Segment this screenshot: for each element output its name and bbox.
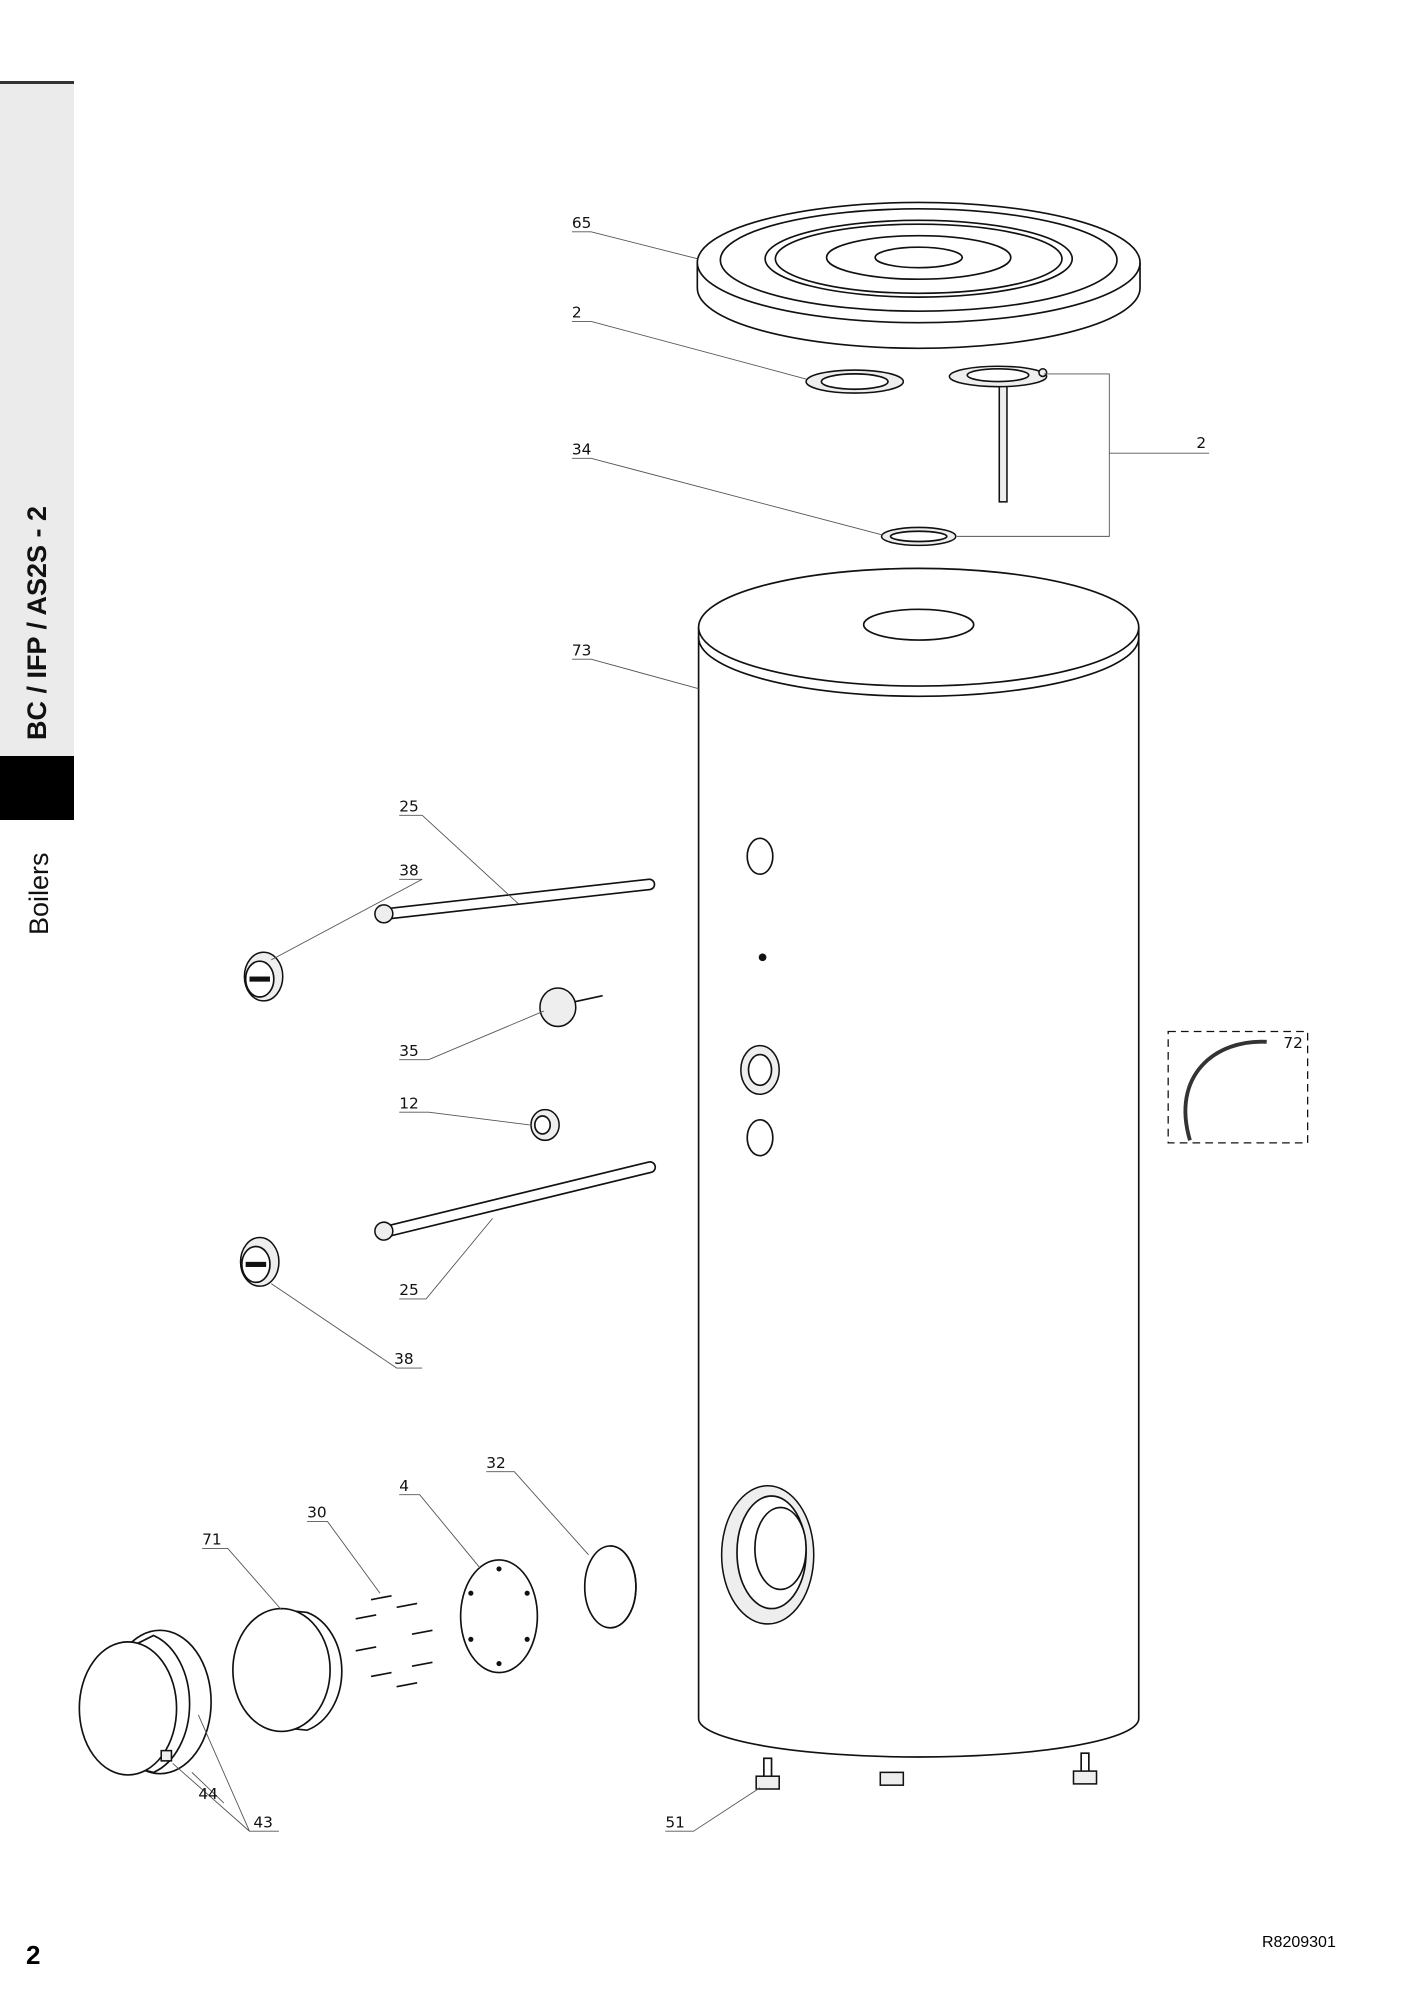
bolts-part bbox=[355, 1594, 433, 1688]
thermometer-part bbox=[539, 987, 603, 1028]
callout-25-bottom: 25 bbox=[399, 1281, 419, 1299]
callout-73: 73 bbox=[572, 641, 592, 659]
callout-34: 34 bbox=[572, 440, 592, 458]
flange-plate-part bbox=[459, 1559, 539, 1674]
callout-35: 35 bbox=[399, 1042, 419, 1060]
callout-32: 32 bbox=[486, 1454, 506, 1472]
callout-2-right: 2 bbox=[1196, 434, 1206, 452]
insulation-cover-part bbox=[232, 1607, 343, 1733]
callout-72: 72 bbox=[1283, 1034, 1303, 1052]
disc-part bbox=[583, 1545, 637, 1629]
flange-left-part bbox=[805, 369, 905, 394]
anode-top-part bbox=[374, 878, 656, 924]
flange-right-part bbox=[948, 365, 1048, 503]
callout-30: 30 bbox=[307, 1504, 327, 1522]
callout-51: 51 bbox=[665, 1813, 685, 1831]
callout-71: 71 bbox=[202, 1531, 222, 1549]
sensor-cable-part bbox=[1167, 1030, 1309, 1144]
callout-25-top: 25 bbox=[399, 797, 419, 815]
callout-38-top: 38 bbox=[399, 861, 419, 879]
callout-43: 43 bbox=[253, 1813, 273, 1831]
sidebar-top-rule bbox=[0, 81, 74, 86]
sidebar-marker bbox=[0, 756, 74, 820]
callout-4: 4 bbox=[399, 1477, 409, 1495]
sidebar-tab bbox=[0, 84, 74, 756]
callout-65: 65 bbox=[572, 214, 592, 232]
feet-part bbox=[755, 1752, 1098, 1790]
anode-bottom-part bbox=[374, 1161, 657, 1241]
plug-part bbox=[530, 1108, 560, 1142]
cap-bottom-part bbox=[239, 1236, 280, 1287]
leader-lines bbox=[172, 231, 1210, 1832]
reference-code: R8209301 bbox=[1262, 1934, 1336, 1951]
lid-part bbox=[696, 201, 1141, 350]
callout-38-bottom: 38 bbox=[394, 1350, 414, 1368]
tank-part bbox=[697, 567, 1140, 1758]
page-number: 2 bbox=[26, 1940, 41, 1970]
callout-2-left: 2 bbox=[572, 304, 582, 322]
callout-44: 44 bbox=[198, 1785, 218, 1803]
front-cover-part bbox=[78, 1629, 212, 1776]
cap-top-part bbox=[243, 951, 284, 1002]
callout-12: 12 bbox=[399, 1094, 419, 1112]
